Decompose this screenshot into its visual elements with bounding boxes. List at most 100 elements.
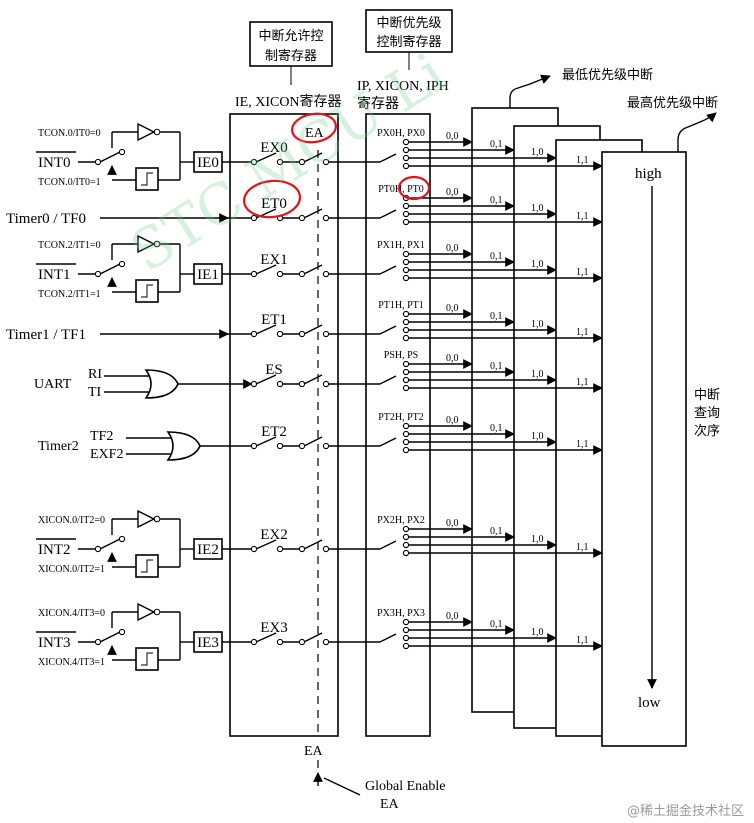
- priority-tap-7-2: [402, 634, 410, 642]
- priority-bits-5: PT2H, PT2: [378, 412, 424, 423]
- mode-pin-7: [118, 628, 126, 636]
- priority-tap-2-2: [402, 266, 410, 274]
- source-label-5: Timer2: [38, 439, 79, 454]
- edge-symbol-0: [141, 172, 153, 186]
- mode-switch-6: [99, 538, 121, 550]
- priority-switch-1: [379, 209, 397, 219]
- priority-tap-4-2: [402, 376, 410, 384]
- mode-switch-2: [99, 263, 121, 275]
- ea-switch-1: [303, 208, 323, 219]
- enable-pin-in-2: [250, 270, 258, 278]
- query-order-label-2: 查询: [694, 406, 720, 421]
- highest-priority-label: 最高优先级中断: [627, 95, 718, 111]
- priority-tap-5-3: [402, 446, 410, 454]
- priority-level-7-2: 1,0: [531, 627, 544, 638]
- ea-pin-out-5: [322, 442, 330, 450]
- ea-switch-5: [303, 436, 323, 447]
- priority-register-label-1: 中断优先级: [376, 16, 441, 31]
- enable-switch-0: [255, 152, 277, 163]
- enable-pin-out-4: [276, 380, 284, 388]
- ea-pin-in-5: [298, 442, 306, 450]
- priority-tap-2-0: [402, 250, 410, 258]
- ea-pin-in-2: [298, 270, 306, 278]
- priority-switch-3: [379, 325, 397, 335]
- enable-switch-3: [255, 324, 277, 335]
- enable-pin-out-6: [276, 545, 284, 553]
- priority-level-3-3: 1,1: [576, 327, 589, 338]
- priority-level-3-1: 0,1: [490, 311, 503, 322]
- priority-tap-0-3: [402, 162, 410, 170]
- enable-register-label-1: 中断允许控: [258, 28, 323, 44]
- priority-tap-3-2: [402, 326, 410, 334]
- priority-level-7-0: 0,0: [446, 611, 459, 622]
- priority-tap-5-2: [402, 438, 410, 446]
- ea-switch-label: EA: [305, 126, 325, 141]
- enable-bit-2: EX1: [260, 252, 288, 268]
- priority-switch-6: [379, 540, 397, 550]
- priority-level-6-3: 1,1: [576, 542, 589, 553]
- ea-switch-4: [303, 374, 323, 385]
- priority-tap-6-2: [402, 541, 410, 549]
- ea-bottom-label: EA: [304, 744, 324, 759]
- enable-bit-3: ET1: [261, 312, 287, 328]
- high-label: high: [635, 166, 662, 182]
- priority-bits-4: PSH, PS: [384, 350, 418, 361]
- priority-switch-7: [379, 633, 397, 643]
- ext-input-label-0: INT0: [38, 155, 71, 171]
- input-pin-2: [94, 270, 102, 278]
- timer-source-label-1: Timer0 / TF0: [6, 211, 86, 227]
- inverter-bubble-6: [153, 515, 161, 523]
- or-input-2-4: TI: [88, 385, 102, 400]
- enable-switch-4: [255, 374, 277, 385]
- enable-bit-4: ES: [265, 362, 283, 378]
- priority-level-2-2: 1,0: [531, 259, 544, 270]
- priority-tap-0-1: [402, 146, 410, 154]
- priority-switch-0: [379, 153, 397, 163]
- mode-switch-0: [99, 151, 121, 163]
- enable-bit-7: EX3: [260, 620, 288, 636]
- timer-source-label-3: Timer1 / TF1: [6, 327, 86, 343]
- ext-input-label-2: INT1: [38, 267, 71, 283]
- ip-register-title-1: IP, XICON, IPH: [357, 79, 449, 94]
- interrupt-flag-6: IE2: [197, 542, 219, 558]
- priority-level-4-2: 1,0: [531, 369, 544, 380]
- priority-level-2-0: 0,0: [446, 243, 459, 254]
- priority-level-3-0: 0,0: [446, 303, 459, 314]
- priority-tap-0-2: [402, 154, 410, 162]
- priority-level-4-1: 0,1: [490, 361, 503, 372]
- priority-level-5-3: 1,1: [576, 439, 589, 450]
- priority-tap-3-1: [402, 318, 410, 326]
- priority-tap-5-1: [402, 430, 410, 438]
- ip-register-title-2: 寄存器: [357, 95, 399, 112]
- priority-bits-6: PX2H, PX2: [377, 515, 425, 526]
- priority-tap-3-3: [402, 334, 410, 342]
- edge-cond-label-7: XICON.4/IT3=0: [38, 608, 105, 619]
- ea-pin-in-6: [298, 545, 306, 553]
- priority-level-4-0: 0,0: [446, 353, 459, 364]
- ea-pin-in-7: [298, 638, 306, 646]
- ea-pin-in-1: [298, 214, 306, 222]
- enable-switch-2: [255, 264, 277, 275]
- priority-tap-6-3: [402, 549, 410, 557]
- priority-level-5-2: 1,0: [531, 431, 544, 442]
- enable-pin-in-6: [250, 545, 258, 553]
- global-enable-label: Global Enable: [365, 779, 445, 794]
- priority-tap-7-1: [402, 626, 410, 634]
- interrupt-flag-0: IE0: [197, 155, 219, 171]
- priority-tap-7-0: [402, 618, 410, 626]
- enable-pin-out-5: [276, 442, 284, 450]
- priority-level-1-1: 0,1: [490, 195, 503, 206]
- enable-register-label-box: [249, 21, 333, 67]
- priority-tap-6-1: [402, 533, 410, 541]
- enable-pin-out-7: [276, 638, 284, 646]
- priority-tap-2-1: [402, 258, 410, 266]
- buffer-gate-0: [137, 122, 156, 142]
- priority-bits-0: PX0H, PX0: [377, 128, 425, 139]
- priority-level-5-0: 0,0: [446, 415, 459, 426]
- level-cond-label-2: TCON.2/IT1=1: [38, 289, 101, 300]
- priority-level-2-1: 0,1: [490, 251, 503, 262]
- ea-pin-out-3: [322, 330, 330, 338]
- highest-priority-arrow: [677, 112, 717, 152]
- query-order-label-3: 次序: [694, 423, 720, 439]
